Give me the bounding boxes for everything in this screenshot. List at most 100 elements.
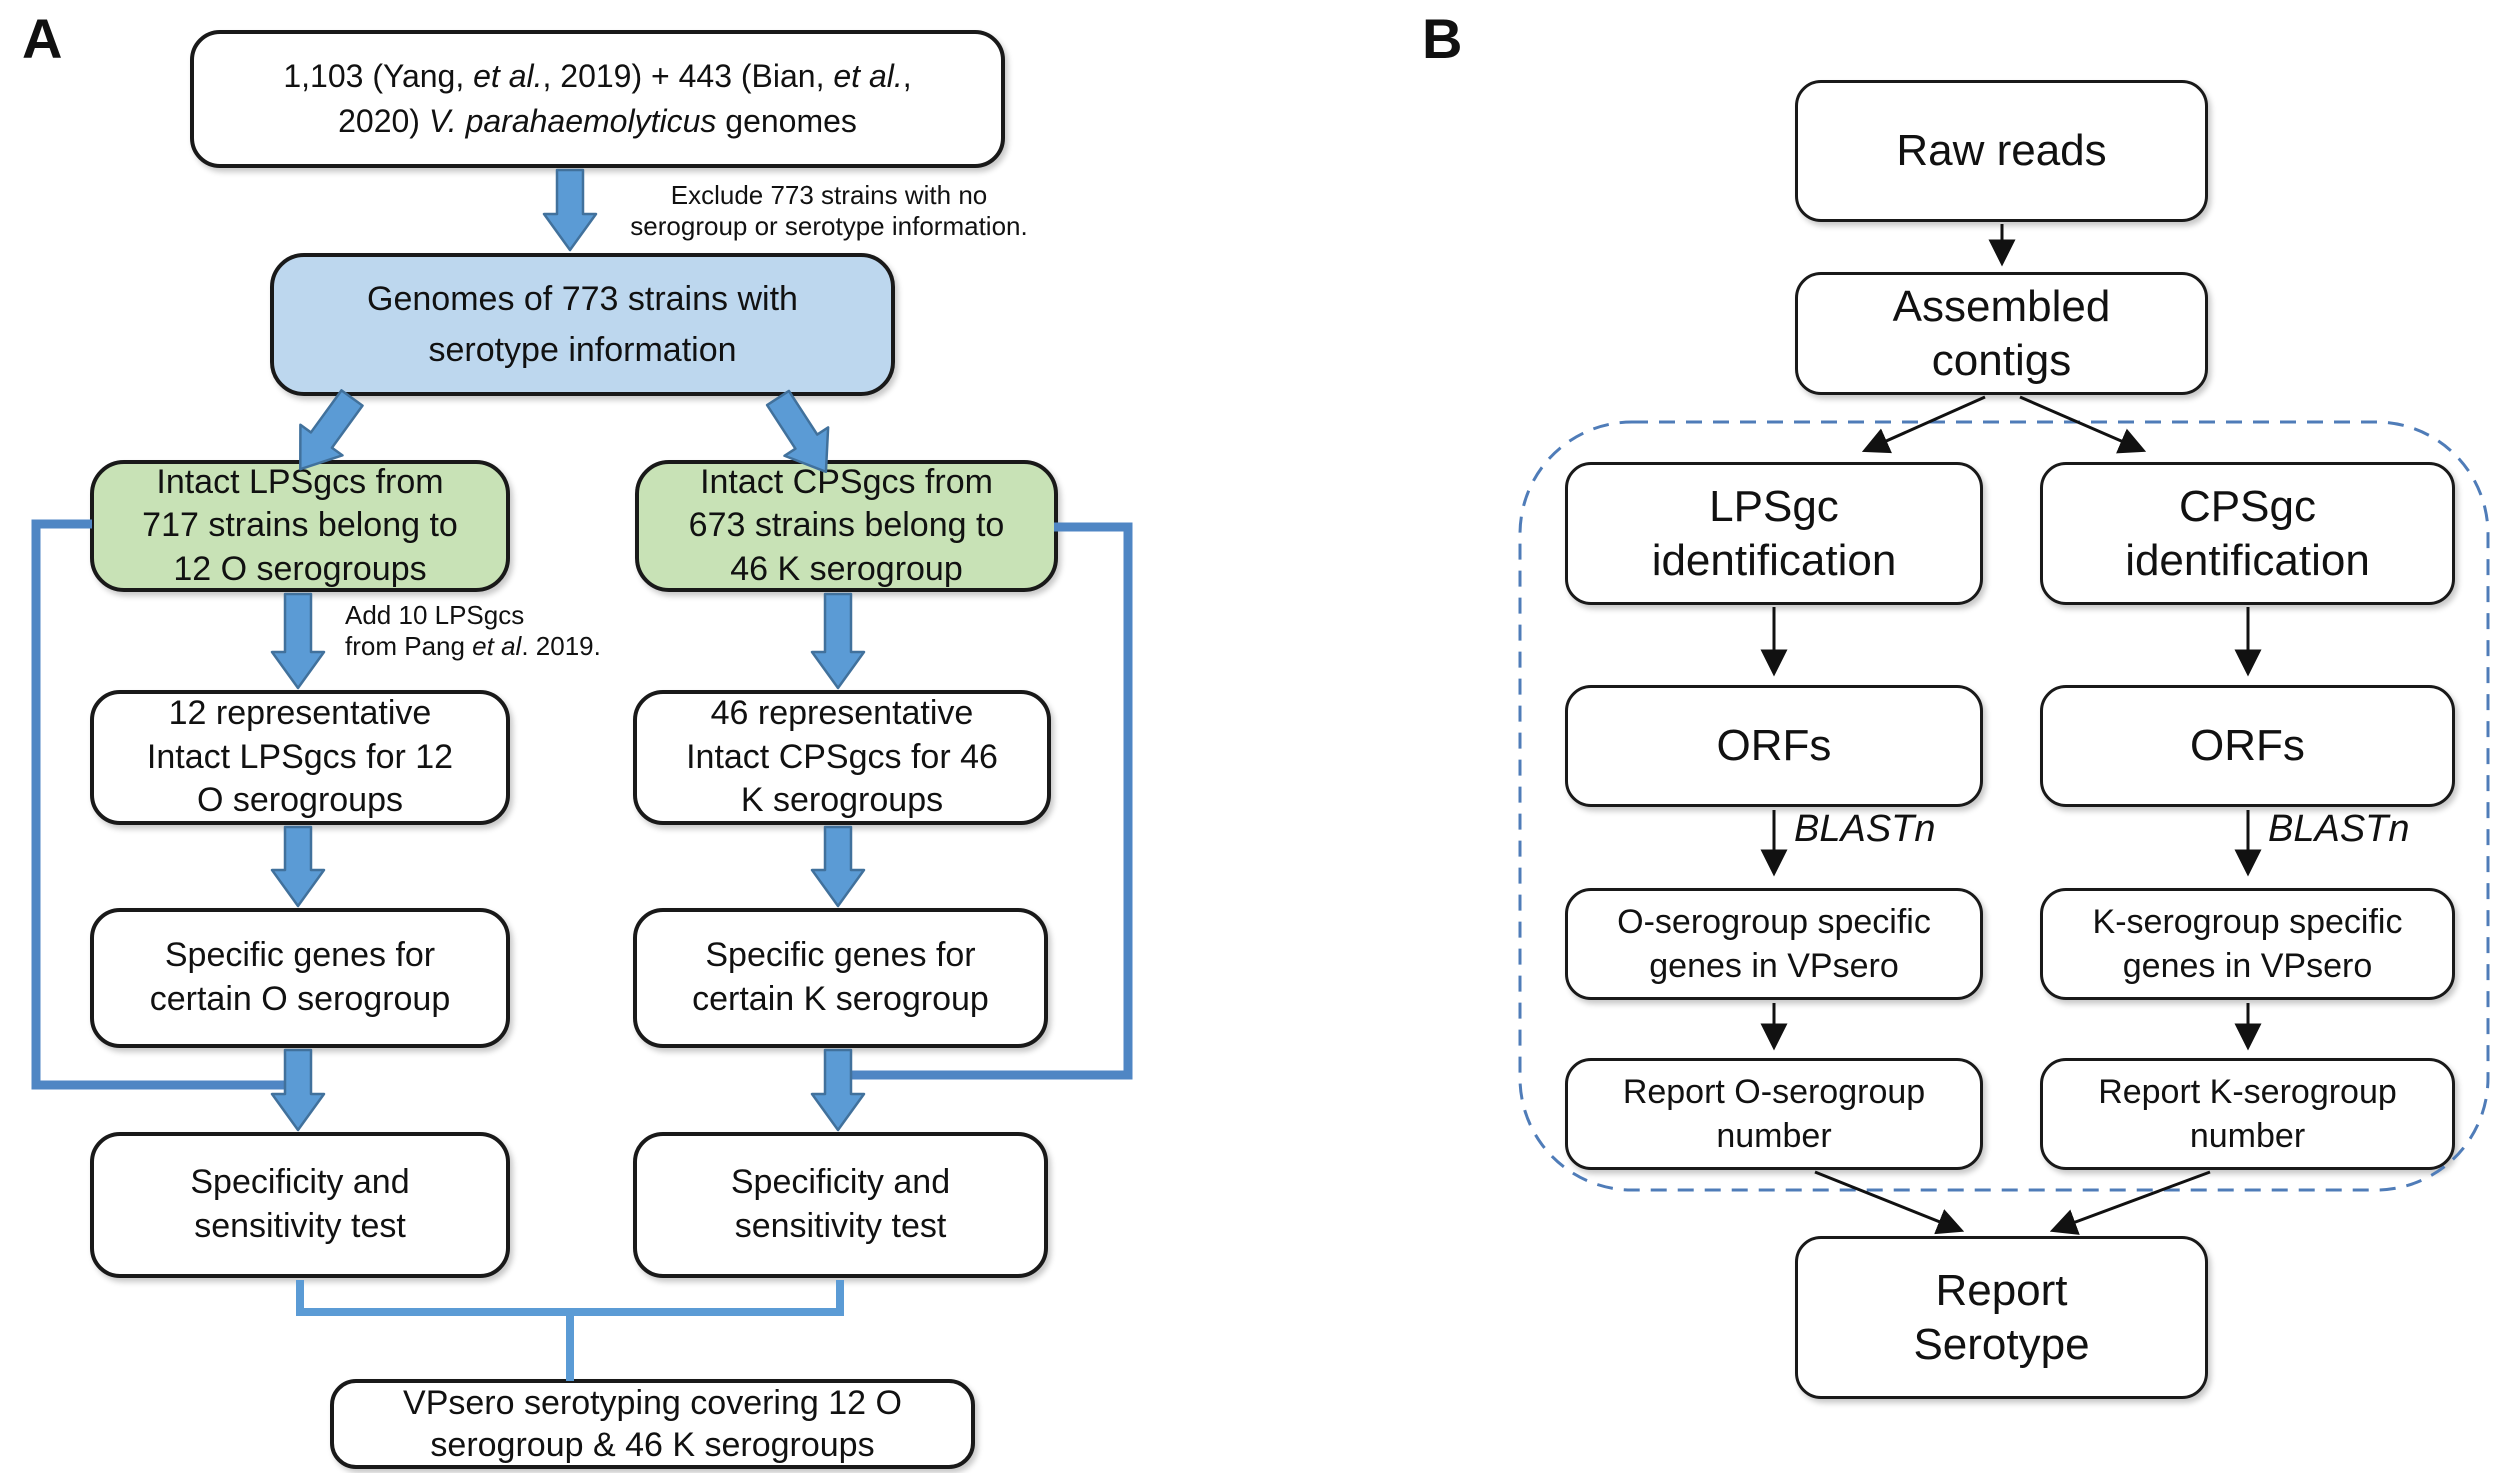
text-line: 46 representative: [710, 694, 974, 733]
text-segment: from Pang: [345, 630, 473, 661]
text-line: Assembled: [1892, 281, 2111, 331]
text-segment: . 2019.: [521, 630, 601, 661]
arrow-assembled-to-cpsgc: [2019, 395, 2147, 454]
text-line: Report: [1935, 1265, 2068, 1315]
blastn-label-right: BLASTn: [2268, 808, 2410, 850]
text-line: Genomes of 773 strains with: [367, 279, 798, 318]
text-line: sensitivity test: [734, 1207, 947, 1245]
text-line: 717 strains belong to: [142, 506, 458, 545]
text-line: certain O serogroup: [149, 980, 451, 1018]
panel-a-label: A: [22, 7, 63, 70]
text-segment: , 2019) + 443 (Bian,: [542, 57, 834, 94]
fat-arrow-exclude: [542, 168, 598, 252]
text-line: K-serogroup specific: [2092, 902, 2403, 941]
arrow-assembled-to-lpsgc: [1861, 395, 1986, 454]
text-segment: 2020): [338, 103, 429, 139]
exclude-note: Exclude 773 strains with no serogroup or…: [598, 180, 1060, 241]
text-line: serotype information: [428, 330, 737, 369]
text-segment: ,: [902, 57, 912, 94]
merge-bracket: [296, 1280, 844, 1381]
text-line: Specific genes for: [705, 936, 976, 975]
box-vpsero-result: VPsero serotyping covering 12 O serogrou…: [330, 1379, 975, 1469]
box-report-k-serogroup: Report K-serogroup number: [2040, 1058, 2455, 1170]
arrow-report-k-to-serotype: [2049, 1170, 2211, 1235]
box-k-serogroup-genes: K-serogroup specific genes in VPsero: [2040, 888, 2455, 1000]
box-specific-genes-o: Specific genes for certain O serogroup: [90, 908, 510, 1048]
fat-arrow-add-lpsgcs: [270, 592, 326, 690]
text-line: 2020) V. parahaemolyticus genomes: [338, 99, 857, 144]
blastn-label-left: BLASTn: [1794, 808, 1936, 850]
text-line: Intact LPSgcs for 12: [146, 737, 454, 776]
text-line: ORFs: [2190, 721, 2305, 771]
text-line: LPSgc: [1709, 481, 1839, 531]
text-line: K serogroups: [740, 781, 944, 820]
text-segment-italic: et al.: [473, 57, 543, 94]
text-line: CPSgc: [2179, 481, 2316, 531]
box-intact-lpsgcs: Intact LPSgcs from 717 strains belong to…: [90, 460, 510, 592]
text-line: Intact CPSgcs for 46: [686, 737, 998, 776]
text-line: Exclude 773 strains with no: [670, 180, 988, 210]
text-line: ORFs: [1716, 721, 1832, 771]
fat-arrow-to-genes-o: [270, 825, 326, 908]
fat-arrow-to-test-right: [810, 1048, 866, 1132]
fat-arrow-to-test-left: [270, 1048, 326, 1132]
box-genome-sources: 1,103 (Yang, et al., 2019) + 443 (Bian, …: [190, 30, 1005, 168]
text-line: genes in VPsero: [1649, 947, 1899, 985]
text-line: serogroup or serotype information.: [630, 210, 1028, 241]
box-genomes-773-strains: Genomes of 773 strains with serotype inf…: [270, 253, 895, 396]
text-segment-italic: et al.: [833, 57, 903, 94]
text-line: O-serogroup specific: [1617, 902, 1931, 941]
text-segment-italic: V. parahaemolyticus: [428, 103, 717, 139]
fat-arrow-to-rep-cps: [810, 592, 866, 690]
box-test-right: Specificity and sensitivity test: [633, 1132, 1048, 1278]
box-representative-lpsgcs: 12 representative Intact LPSgcs for 12 O…: [90, 690, 510, 825]
panel-b-label: B: [1422, 7, 1463, 70]
text-line: 12 representative: [168, 694, 432, 733]
text-segment-italic: et al: [472, 630, 522, 661]
box-specific-genes-k: Specific genes for certain K serogroup: [633, 908, 1048, 1048]
text-segment: 1,103 (Yang,: [283, 57, 474, 94]
box-cpsgc-identification: CPSgc identification: [2040, 462, 2455, 605]
text-line: O serogroups: [197, 781, 403, 820]
text-line: Specificity and: [730, 1163, 951, 1202]
text-line: Intact CPSgcs from: [700, 462, 993, 501]
text-line: Serotype: [1913, 1319, 2090, 1369]
text-line: certain K serogroup: [692, 980, 989, 1018]
box-report-o-serogroup: Report O-serogroup number: [1565, 1058, 1983, 1170]
text-segment: genomes: [716, 103, 857, 139]
text-line: Add 10 LPSgcs: [345, 600, 525, 630]
text-line: serogroup & 46 K serogroups: [430, 1426, 875, 1464]
text-line: identification: [1651, 535, 1897, 585]
text-line: number: [1716, 1117, 1832, 1155]
text-line: 673 strains belong to: [688, 506, 1005, 545]
box-orfs-left: ORFs: [1565, 685, 1983, 807]
text-line: 1,103 (Yang, et al., 2019) + 443 (Bian, …: [283, 54, 911, 99]
text-line: Specific genes for: [164, 936, 436, 975]
box-report-serotype: Report Serotype: [1795, 1236, 2208, 1399]
arrow-report-o-to-serotype: [1814, 1170, 1965, 1235]
box-o-serogroup-genes: O-serogroup specific genes in VPsero: [1565, 888, 1983, 1000]
text-line: Specificity and: [190, 1163, 410, 1202]
text-line: identification: [2125, 535, 2370, 585]
text-line: number: [2189, 1117, 2306, 1155]
text-line: 46 K serogroup: [730, 549, 963, 588]
text-line: VPsero serotyping covering 12 O: [403, 1383, 902, 1422]
text-line: sensitivity test: [194, 1207, 406, 1245]
text-line: Raw reads: [1896, 126, 2107, 176]
text-line: 12 O serogroups: [173, 549, 427, 588]
box-orfs-right: ORFs: [2040, 685, 2455, 807]
text-line: from Pang et al. 2019.: [345, 631, 655, 662]
text-line: Report K-serogroup: [2098, 1072, 2397, 1111]
fat-arrow-to-genes-k: [810, 825, 866, 908]
box-test-left: Specificity and sensitivity test: [90, 1132, 510, 1278]
box-intact-cpsgcs: Intact CPSgcs from 673 strains belong to…: [635, 460, 1058, 592]
text-line: genes in VPsero: [2122, 947, 2373, 985]
text-line: Intact LPSgcs from: [156, 462, 444, 501]
box-raw-reads: Raw reads: [1795, 80, 2208, 222]
box-representative-cpsgcs: 46 representative Intact CPSgcs for 46 K…: [633, 690, 1051, 825]
box-lpsgc-identification: LPSgc identification: [1565, 462, 1983, 605]
box-assembled-contigs: Assembled contigs: [1795, 272, 2208, 395]
add-lpsgcs-note: Add 10 LPSgcs from Pang et al. 2019.: [345, 600, 655, 661]
text-line: Report O-serogroup: [1622, 1072, 1926, 1111]
